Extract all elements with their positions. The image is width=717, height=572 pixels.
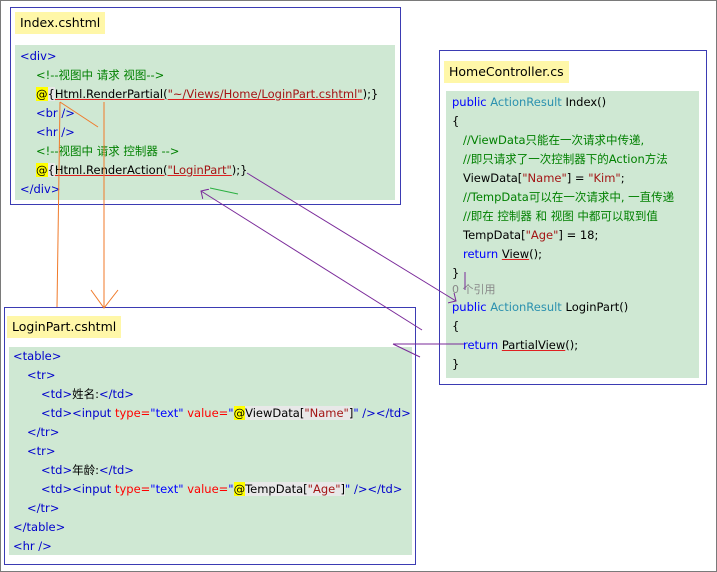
viewdata-assignment: ViewData["Name"] = "Kim";	[463, 171, 625, 185]
name-label-cell: <td>姓名:</td>	[41, 387, 134, 401]
loginpart-code-block: <table> <tr> <td>姓名:</td> <td><input typ…	[9, 347, 412, 555]
tempdata-assignment: TempData["Age"] = 18;	[463, 228, 599, 242]
viewdata-comment-1: //ViewData只能在一次请求中传递,	[463, 133, 645, 147]
age-input-cell: <td><input type="text" value="@TempData[…	[41, 482, 403, 496]
tempdata-comment-1: //TempData可以在一次请求中, 一直传递	[463, 190, 675, 204]
loginpart-method-signature: public ActionResult LoginPart()	[452, 300, 629, 314]
index-brace-close: }	[452, 266, 460, 280]
render-action-line: @{Html.RenderAction("LoginPart");}	[36, 163, 248, 177]
loginpart-box-title: LoginPart.cshtml	[7, 316, 122, 338]
comment-controller-line: <!--视图中 请求 控制器 -->	[36, 144, 180, 158]
index-code-block: <div> <!--视图中 请求 视图--> @{Html.RenderPart…	[15, 45, 395, 200]
tr-open-line-1: <tr>	[27, 368, 56, 382]
purple-arrow-to-index	[201, 191, 423, 331]
controller-box-title: HomeController.cs	[444, 61, 569, 83]
index-method-signature: public ActionResult Index()	[452, 95, 607, 109]
purple-arrow-to-loginpart	[246, 172, 456, 301]
loginpart-brace-open: {	[452, 319, 460, 333]
return-partialview-line: return PartialView();	[463, 338, 579, 352]
table-open-line: <table>	[13, 349, 62, 363]
home-controller-box: HomeController.cs public ActionResult In…	[439, 50, 707, 385]
name-input-cell: <td><input type="text" value="@ViewData[…	[41, 406, 411, 420]
tr-close-line-2: </tr>	[27, 501, 60, 515]
loginpart-cshtml-box: LoginPart.cshtml <table> <tr> <td>姓名:</t…	[4, 307, 416, 565]
table-close-line: </table>	[13, 520, 66, 534]
render-partial-line: @{Html.RenderPartial("~/Views/Home/Login…	[36, 87, 379, 101]
orange-arrowhead	[90, 289, 119, 309]
index-brace-open: {	[452, 114, 460, 128]
div-close-line: </div>	[20, 182, 61, 196]
viewdata-comment-2: //即只请求了一次控制器下的Action方法	[463, 152, 668, 166]
comment-view-line: <!--视图中 请求 视图-->	[36, 68, 165, 82]
controller-code-block: public ActionResult Index() { //ViewData…	[446, 91, 699, 378]
loginpart-brace-close: }	[452, 357, 460, 371]
reference-count-label[interactable]: 0 个引用	[452, 283, 496, 296]
tr-open-line-2: <tr>	[27, 444, 56, 458]
return-view-line: return View();	[463, 247, 542, 261]
orange-arrow-diagonal	[59, 101, 99, 128]
tempdata-comment-2: //即在 控制器 和 视图 中都可以取到值	[463, 209, 658, 223]
green-arrow	[209, 187, 239, 195]
index-cshtml-box: Index.cshtml <div> <!--视图中 请求 视图--> @{Ht…	[10, 7, 401, 205]
hr-line: <hr />	[36, 125, 75, 139]
purple-arrow-return	[392, 343, 421, 358]
age-label-cell: <td>年龄:</td>	[41, 463, 134, 477]
index-box-title: Index.cshtml	[15, 12, 106, 34]
tr-close-line-1: </tr>	[27, 425, 60, 439]
div-open-line: <div>	[20, 49, 57, 63]
hr-line-login: <hr />	[13, 539, 52, 553]
orange-arrow-left-drop	[56, 101, 61, 308]
